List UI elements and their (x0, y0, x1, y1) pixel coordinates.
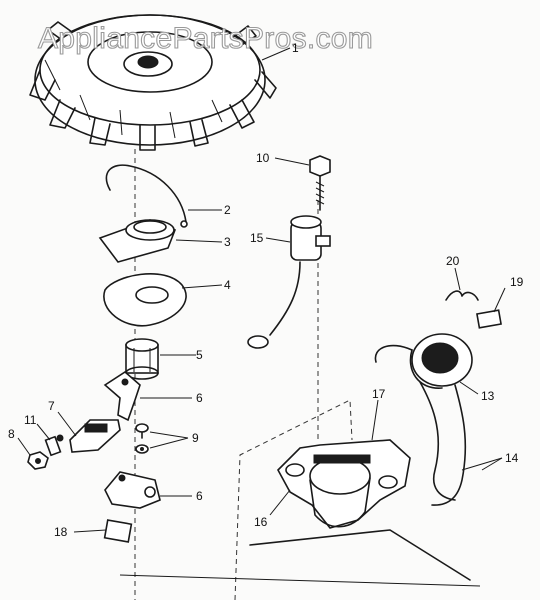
callout-1: 1 (292, 41, 299, 55)
callout-5: 5 (196, 348, 203, 362)
leader-18 (73, 529, 107, 533)
leader-14b (481, 457, 503, 471)
leader-10 (274, 157, 310, 166)
washer-part (44, 434, 64, 457)
leader-3 (175, 239, 223, 243)
condenser-part (247, 215, 331, 349)
callout-7: 7 (48, 399, 55, 413)
callout-15: 15 (250, 231, 264, 245)
nut-part (27, 451, 49, 470)
leader-9b (149, 437, 189, 449)
screw-washer-part (135, 423, 149, 454)
mounting-outline (234, 399, 353, 600)
leader-17 (371, 399, 379, 441)
leader-16 (269, 489, 291, 516)
callout-11: 11 (24, 413, 37, 427)
contact-bracket-part (69, 419, 121, 453)
callout-8: 8 (8, 427, 15, 441)
leader-4 (181, 284, 223, 289)
base-line (119, 574, 481, 587)
cam-part (98, 219, 177, 263)
wire-clip-part (105, 164, 187, 223)
callout-2: 2 (224, 203, 231, 217)
callout-6-upper: 6 (196, 391, 203, 405)
base-edge (249, 529, 471, 581)
leader-8 (17, 437, 31, 456)
bushing-part (125, 338, 159, 380)
callout-13: 13 (481, 389, 495, 403)
flywheel-part (29, 14, 277, 151)
spring-clip-part (445, 290, 479, 301)
callout-17: 17 (372, 387, 386, 401)
callout-3: 3 (224, 235, 231, 249)
felt-pad-part (476, 309, 502, 329)
callout-18: 18 (54, 525, 68, 539)
leader-1 (261, 47, 291, 61)
callout-20: 20 (446, 254, 460, 268)
leader-20 (454, 267, 461, 291)
leader-11 (36, 423, 51, 441)
leader-9a (149, 431, 189, 439)
ignition-coil-part (374, 333, 473, 506)
callout-16: 16 (254, 515, 268, 529)
breaker-arm-part (103, 371, 141, 422)
callout-10: 10 (256, 151, 270, 165)
felt-wick-part (103, 519, 133, 543)
callout-14: 14 (505, 451, 519, 465)
mounting-bracket-part (277, 439, 411, 529)
callout-9: 9 (192, 431, 199, 445)
leader-15 (265, 237, 291, 243)
callout-4: 4 (224, 278, 231, 292)
breaker-base-part (104, 471, 161, 509)
screw-part (309, 155, 331, 211)
leader-7 (57, 411, 77, 437)
callout-19: 19 (510, 275, 524, 289)
leader-14a (461, 457, 503, 471)
gasket-plate-part (103, 273, 187, 327)
leader-19 (493, 287, 506, 313)
leader-13 (459, 381, 479, 395)
watermark-text: AppliancePartsPros.com (38, 22, 373, 55)
callout-6-lower: 6 (196, 489, 203, 503)
